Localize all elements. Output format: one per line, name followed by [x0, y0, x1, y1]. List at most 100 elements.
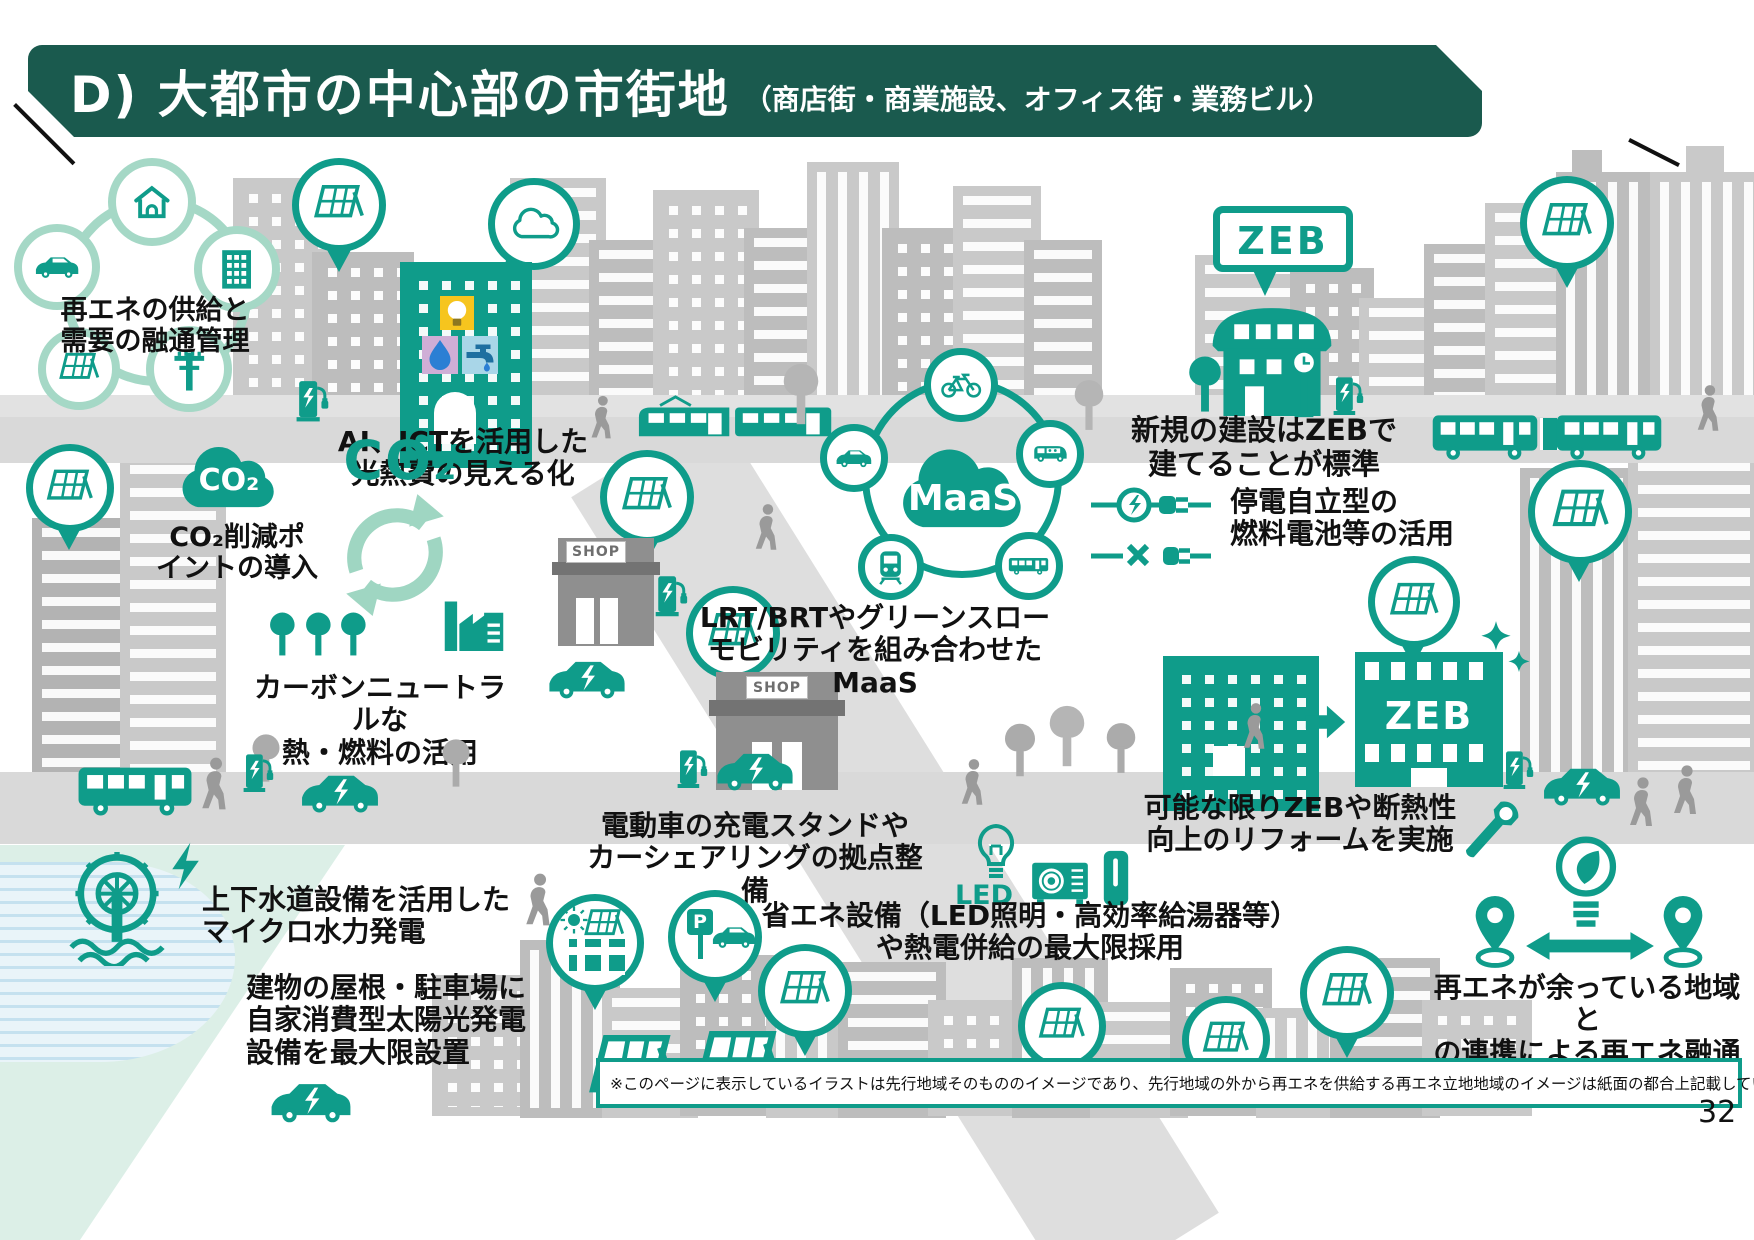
ai-ict-label: AI、ICTを活用した 光熱費の見える化	[337, 425, 589, 491]
footnote-box: ※このページに表示しているイラストは先行地域そのもののイメージであり、先行地域の…	[596, 1058, 1754, 1108]
supply-demand-label: 再エネの供給と 需要の融通管理	[60, 295, 250, 358]
water-tile	[462, 336, 498, 374]
bubble-tail	[1554, 264, 1580, 288]
parking-bubble: P	[668, 890, 762, 984]
rooftop-solar-bubble	[546, 894, 644, 992]
zeb-retrofit-building: ZEB	[1355, 652, 1503, 787]
window-row	[1365, 744, 1493, 762]
bus-node	[995, 532, 1063, 600]
bubble-tail	[56, 526, 82, 550]
mini-building	[569, 939, 625, 975]
ev-charger-icon	[1502, 746, 1534, 792]
lightning-icon	[168, 840, 202, 892]
ev-car-icon	[546, 656, 628, 702]
power-pole-node	[146, 326, 232, 412]
solar-bubble	[1300, 946, 1394, 1040]
bus-icon	[76, 764, 194, 818]
tree-icon	[1044, 686, 1090, 786]
person-icon	[1670, 762, 1702, 824]
tree-icon	[438, 730, 474, 796]
tree-icon	[266, 606, 299, 662]
ev-charger-icon	[654, 570, 688, 620]
zeb-building-text: ZEB	[1384, 694, 1474, 738]
tree-icon	[778, 348, 824, 440]
carbon-neutral-label: カーボンニュートラルな 熱・燃料の活用	[253, 671, 506, 769]
led-label: LED	[954, 880, 1014, 911]
solar-panel-icon	[618, 472, 676, 522]
bubble-tail	[1566, 558, 1592, 582]
ev-car	[714, 748, 796, 794]
person-icon	[588, 394, 616, 446]
micro-hydro-label: 上下水道設備を活用した マイクロ水力発電	[202, 883, 511, 949]
bike-share-node	[924, 348, 998, 422]
title-bar: D) 大都市の中心部の市街地 （商店街・商業施設、オフィス街・業務ビル）	[28, 45, 1482, 137]
bus-icon	[1428, 412, 1542, 462]
gas-tile	[422, 336, 458, 374]
person-icon	[958, 756, 988, 814]
building-roof	[1686, 146, 1724, 176]
bubble-tail	[1400, 642, 1426, 666]
parking-pole	[698, 935, 703, 959]
corner-slash-right	[1628, 138, 1680, 167]
building	[32, 518, 136, 794]
ev-charger	[676, 744, 708, 792]
person-icon	[1694, 382, 1724, 440]
articulated-bus	[1428, 412, 1666, 462]
rooftop-solar-label: 建物の屋根・駐車場に 自家消費型太陽光発電 設備を最大限設置	[246, 971, 527, 1069]
ev-car-icon	[268, 1078, 354, 1126]
shop-building: SHOP	[552, 538, 660, 646]
bubble-tail	[702, 978, 728, 1002]
clock-icon	[1286, 348, 1322, 418]
door	[600, 598, 618, 644]
ev-charger	[294, 376, 330, 424]
faucet-icon	[462, 336, 498, 374]
smart-building	[400, 262, 532, 468]
shop-awning	[709, 700, 845, 716]
door	[1411, 768, 1447, 787]
solar-panel-icon	[1199, 1017, 1252, 1063]
solar-panel-icon	[581, 909, 627, 941]
zeb-reform-label: 可能な限りZEBや断熱性 向上のリフォームを実施	[1143, 791, 1457, 857]
solar-bubble	[1520, 176, 1614, 270]
ev-charger	[1502, 746, 1534, 792]
tree-icon	[337, 606, 370, 662]
page-number: 32	[1698, 1095, 1737, 1130]
shop-sign: SHOP	[566, 541, 626, 563]
ev-charger-icon	[676, 744, 708, 792]
bubble-tail	[582, 986, 608, 1010]
water-wheel-icon	[66, 848, 168, 966]
solar-panel-icon	[1538, 198, 1596, 248]
ev-car	[268, 1078, 354, 1126]
ev-car-icon	[1540, 763, 1624, 809]
plug-disconnected-icon	[1088, 538, 1214, 574]
parking-sign: P	[687, 909, 713, 935]
solar-bubble	[1018, 982, 1106, 1070]
train-icon	[876, 549, 905, 585]
building	[120, 455, 226, 794]
street-clock	[1286, 348, 1322, 418]
solar-panel-icon	[310, 180, 368, 230]
ev-charger	[1332, 372, 1364, 418]
solar-bubble	[758, 944, 852, 1038]
bicycle-icon	[939, 366, 983, 403]
solar-node	[38, 328, 120, 410]
solar-bubble	[1528, 460, 1632, 564]
tree-icon	[1102, 708, 1140, 788]
water-drop-icon	[422, 336, 458, 374]
led-bulb-icon	[968, 824, 1024, 886]
door	[576, 598, 594, 644]
fuel-cell-label: 停電自立型の 燃料電池等の活用	[1230, 485, 1455, 551]
building-roof	[1572, 150, 1602, 176]
house-node	[108, 158, 196, 246]
car-node	[14, 224, 100, 310]
tree-icon	[1000, 712, 1040, 788]
cloud-icon	[507, 202, 562, 246]
solar-panel-icon	[776, 966, 834, 1016]
ev-car	[1540, 763, 1624, 809]
ev-charger	[654, 570, 688, 620]
house-icon	[131, 181, 173, 223]
lighting-tile	[440, 296, 474, 330]
building-node	[194, 226, 280, 312]
solar-bubble	[1368, 556, 1460, 648]
page-title-sub: （商店街・商業施設、オフィス街・業務ビル）	[743, 83, 1332, 116]
